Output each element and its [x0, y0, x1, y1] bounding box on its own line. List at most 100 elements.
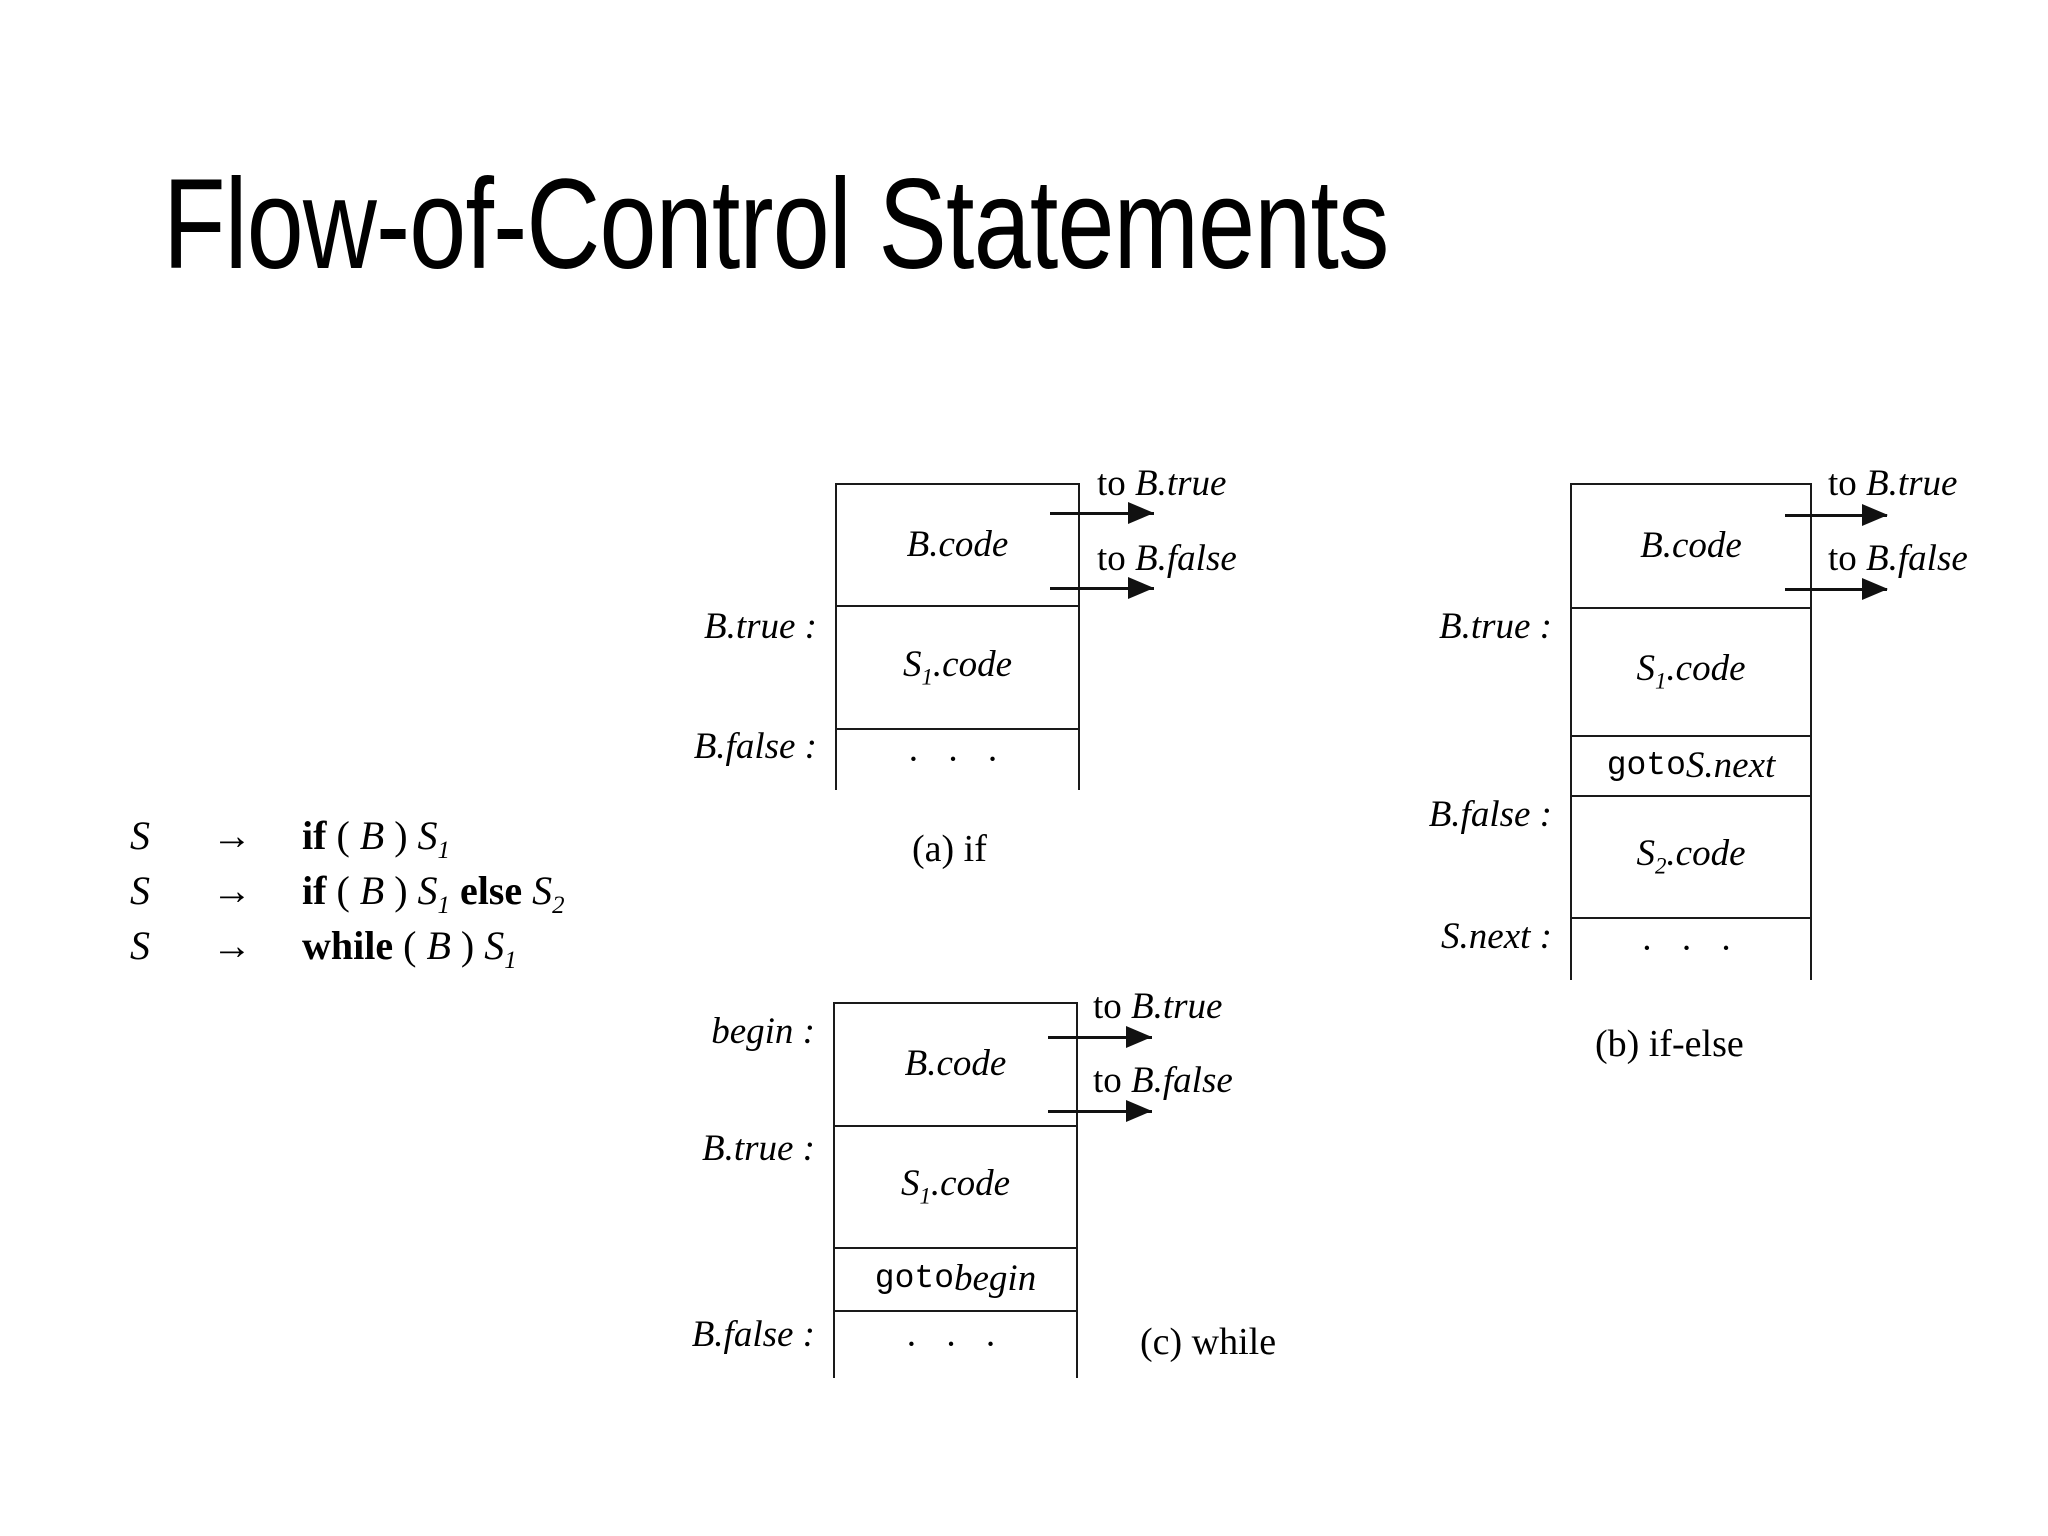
arrow-head-icon	[1128, 577, 1154, 599]
ellipsis-label: · · ·	[1640, 928, 1742, 969]
arrow-label-btrue: to B.true	[1093, 985, 1222, 1028]
grammar-lhs: S	[130, 868, 150, 913]
grammar-stmt1-sub: 1	[437, 837, 450, 864]
grammar-rhs: if ( B ) S1 else S2	[302, 867, 565, 920]
arrow-shaft	[1785, 588, 1887, 591]
code-cell: B.code	[835, 483, 1080, 605]
box-divider	[833, 1310, 1078, 1312]
diagram-if-caption: (a) if	[912, 828, 987, 870]
grammar-condition: B	[359, 868, 385, 913]
code-cell-label: B.code	[1640, 524, 1742, 566]
grammar-condition: B	[426, 923, 451, 968]
arrow-head-icon	[1128, 502, 1154, 524]
ellipsis-label: · · ·	[905, 1323, 1006, 1365]
diagram-while-caption: (c) while	[1140, 1321, 1277, 1363]
box-right-edge	[1076, 1002, 1078, 1378]
code-cell: S1.code	[833, 1125, 1078, 1247]
arrow-label-bfalse: to B.false	[1093, 1059, 1233, 1102]
box-divider	[835, 605, 1080, 607]
arrow-label-btrue: to B.true	[1828, 462, 1957, 505]
grammar-stmt2: S	[532, 868, 553, 913]
arrow-target: B.false	[1131, 1060, 1233, 1101]
box-left-edge	[835, 483, 837, 790]
arrow-shaft	[1785, 514, 1887, 517]
page-title: Flow-of-Control Statements	[163, 153, 1389, 296]
arrow-target: B.false	[1135, 538, 1237, 579]
arrow-target: B.false	[1866, 538, 1968, 579]
box-divider	[833, 1125, 1078, 1127]
grammar-stmt2-sub: 2	[552, 892, 565, 919]
grammar-lparen: (	[403, 923, 417, 968]
goto-cell: goto begin	[833, 1247, 1078, 1310]
grammar-keyword: if	[302, 868, 327, 913]
box-left-edge	[1570, 483, 1572, 980]
diagram-while-label-bfalse: B.false :	[553, 1313, 815, 1356]
grammar-rparen: )	[394, 813, 408, 858]
grammar-rparen: )	[394, 868, 408, 913]
diagram-if-else-label-bfalse: B.false :	[1290, 793, 1552, 836]
arrow-head-icon	[1862, 504, 1888, 526]
arrow-prefix: to	[1097, 463, 1136, 504]
side-label-text: B.false :	[1428, 794, 1552, 835]
diagram-if-else-box: B.code S1.code goto S.next S2.code · · ·	[1570, 483, 1812, 980]
grammar-keyword: while	[302, 923, 394, 968]
arrow-head-icon	[1862, 578, 1888, 600]
grammar-stmt1: S	[417, 868, 438, 913]
code-cell: S1.code	[835, 605, 1080, 728]
code-cell: · · ·	[835, 728, 1080, 790]
arrow-prefix: to	[1093, 1060, 1132, 1101]
arrow-target: B.true	[1135, 463, 1227, 504]
grammar-arrow-icon: →	[212, 868, 252, 913]
side-label-text: S.next :	[1441, 916, 1552, 957]
grammar-rhs: while ( B ) S1	[302, 922, 517, 975]
box-top-edge	[833, 1002, 1078, 1004]
code-cell: · · ·	[833, 1310, 1078, 1378]
grammar-arrow-icon: →	[212, 813, 252, 858]
diagram-if-else-label-btrue: B.true :	[1290, 605, 1552, 648]
goto-keyword: goto	[874, 1260, 954, 1297]
side-label-text: begin :	[711, 1011, 815, 1052]
grammar-else-keyword: else	[459, 868, 523, 913]
arrow-shaft	[1050, 512, 1154, 515]
code-cell-label: B.code	[906, 523, 1009, 565]
box-divider	[1570, 607, 1812, 609]
grammar-stmt1-sub: 1	[437, 892, 450, 919]
grammar-lhs: S	[130, 813, 150, 858]
grammar-stmt1: S	[484, 923, 505, 968]
diagram-while-label-begin: begin :	[553, 1010, 815, 1053]
box-divider	[833, 1247, 1078, 1249]
box-divider	[1570, 917, 1812, 919]
grammar-rhs: if ( B ) S1	[302, 812, 450, 865]
code-cell: B.code	[833, 1002, 1078, 1125]
grammar-lparen: (	[336, 813, 350, 858]
box-right-edge	[1810, 483, 1812, 980]
arrow-target: B.true	[1131, 986, 1223, 1027]
grammar-keyword: if	[302, 813, 327, 858]
code-cell-label: B.code	[904, 1043, 1007, 1084]
arrow-shaft	[1048, 1036, 1152, 1039]
arrow-label-bfalse: to B.false	[1828, 537, 1968, 580]
box-top-edge	[835, 483, 1080, 485]
arrow-label-bfalse: to B.false	[1097, 537, 1237, 580]
goto-target: S.next	[1685, 744, 1776, 786]
grammar-lhs: S	[130, 923, 150, 968]
box-left-edge	[833, 1002, 835, 1378]
arrow-label-btrue: to B.true	[1097, 462, 1226, 505]
grammar-condition: B	[359, 813, 385, 858]
side-label-text: B.false :	[693, 726, 817, 767]
code-cell: B.code	[1570, 483, 1812, 607]
arrow-prefix: to	[1828, 538, 1867, 579]
box-divider	[1570, 795, 1812, 797]
arrow-head-icon	[1126, 1100, 1152, 1122]
diagram-while-label-btrue: B.true :	[553, 1127, 815, 1170]
code-cell-label: S1.code	[1636, 648, 1746, 694]
goto-target: begin	[954, 1258, 1037, 1299]
code-cell-label: S2.code	[1636, 833, 1746, 879]
box-divider	[835, 728, 1080, 730]
arrow-shaft	[1048, 1110, 1152, 1113]
side-label-text: B.false :	[691, 1314, 815, 1355]
arrow-prefix: to	[1093, 986, 1132, 1027]
goto-cell: goto S.next	[1570, 735, 1812, 795]
grammar-stmt1-sub: 1	[504, 947, 517, 974]
arrow-head-icon	[1126, 1026, 1152, 1048]
